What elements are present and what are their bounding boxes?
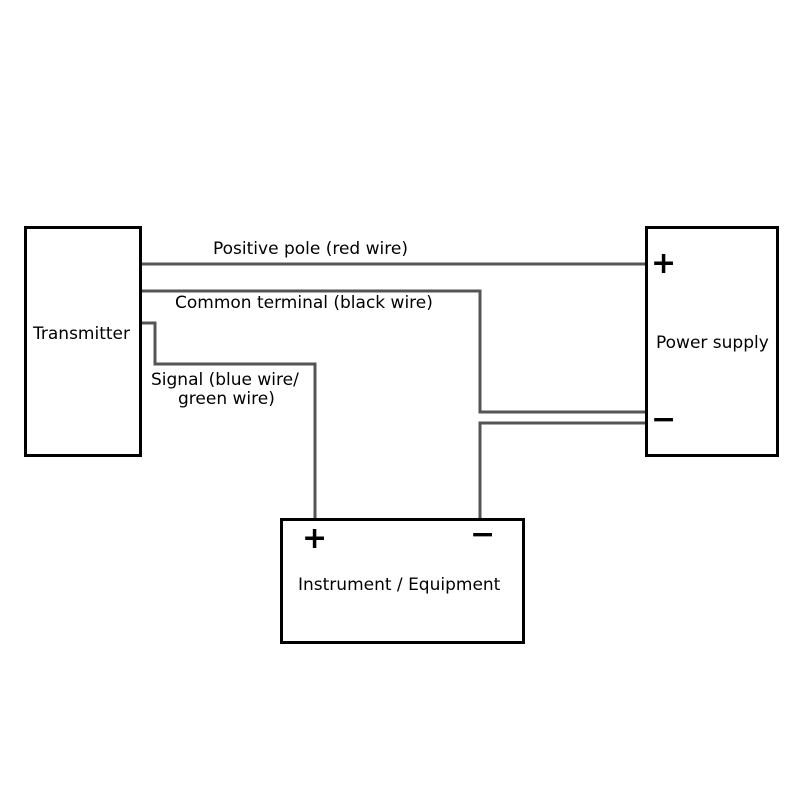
positive-wire-label: Positive pole (red wire) (213, 239, 408, 259)
power-supply-label: Power supply (656, 333, 769, 353)
instrument-minus-sign: − (470, 517, 496, 552)
instrument-label: Instrument / Equipment (298, 575, 501, 595)
power-supply-box (645, 226, 779, 457)
transmitter-box (24, 226, 142, 457)
signal-wire-label-line2: green wire) (178, 389, 275, 409)
power-supply-minus-sign: − (651, 402, 677, 437)
return-wire (478, 421, 645, 518)
common-wire-label: Common terminal (black wire) (175, 293, 433, 313)
instrument-plus-sign: + (302, 521, 328, 556)
signal-wire-label-line1: Signal (blue wire/ (151, 370, 299, 390)
signal-wire (142, 321, 317, 518)
power-supply-plus-sign: + (651, 246, 677, 281)
transmitter-label: Transmitter (33, 324, 130, 344)
instrument-box (280, 518, 525, 644)
common-wire (142, 289, 645, 414)
